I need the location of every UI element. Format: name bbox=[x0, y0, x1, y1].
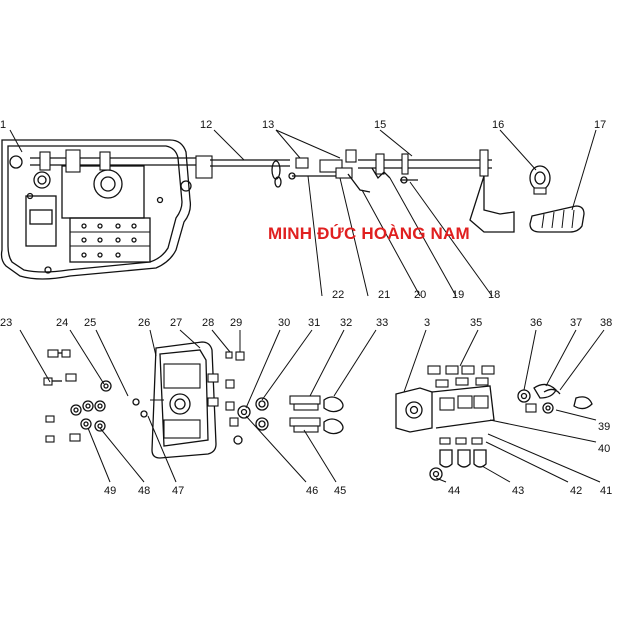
callout-30: 30 bbox=[278, 317, 290, 329]
callout-28: 28 bbox=[202, 317, 214, 329]
part-26-27-housing bbox=[150, 341, 219, 459]
leader-lines bbox=[9, 129, 605, 483]
callout-20: 20 bbox=[414, 289, 426, 301]
callout-12: 12 bbox=[200, 119, 212, 131]
callout-22: 22 bbox=[332, 289, 344, 301]
callout-27: 27 bbox=[170, 317, 182, 329]
callout-16: 16 bbox=[492, 119, 504, 131]
part-3-valve-body bbox=[395, 365, 495, 481]
callout-42: 42 bbox=[570, 485, 582, 497]
part-12-shaft bbox=[210, 159, 290, 188]
callout-24: 24 bbox=[56, 317, 68, 329]
callout-29: 29 bbox=[230, 317, 242, 329]
callout-35: 35 bbox=[470, 317, 482, 329]
callout-46: 46 bbox=[306, 485, 318, 497]
callout-3: 3 bbox=[424, 317, 430, 329]
callout-49: 49 bbox=[104, 485, 116, 497]
callout-1: 1 bbox=[0, 119, 6, 131]
callout-33: 33 bbox=[376, 317, 388, 329]
callout-41: 41 bbox=[600, 485, 612, 497]
callout-43: 43 bbox=[512, 485, 524, 497]
callout-44: 44 bbox=[448, 485, 460, 497]
callout-23: 23 bbox=[0, 317, 12, 329]
callout-36: 36 bbox=[530, 317, 542, 329]
callout-17: 17 bbox=[594, 119, 606, 131]
callout-37: 37 bbox=[570, 317, 582, 329]
callout-18: 18 bbox=[488, 289, 500, 301]
callout-38: 38 bbox=[600, 317, 612, 329]
part-17-pedal-pad bbox=[529, 205, 585, 233]
callout-39: 39 bbox=[598, 421, 610, 433]
callout-15: 15 bbox=[374, 119, 386, 131]
parts-28-31 bbox=[225, 351, 269, 445]
callout-25: 25 bbox=[84, 317, 96, 329]
callout-40: 40 bbox=[598, 443, 610, 455]
callout-32: 32 bbox=[340, 317, 352, 329]
callout-45: 45 bbox=[334, 485, 346, 497]
fasteners-left bbox=[43, 349, 148, 443]
callout-13: 13 bbox=[262, 119, 274, 131]
part-1-base-plate bbox=[0, 139, 213, 280]
callout-19: 19 bbox=[452, 289, 464, 301]
parts-36-39 bbox=[517, 383, 593, 414]
callout-numbers: 1 12 13 15 16 17 22 21 20 19 18 23 24 25… bbox=[0, 119, 612, 497]
parts-32-33-pins bbox=[289, 395, 344, 435]
part-13-linkage bbox=[288, 149, 371, 193]
callout-21: 21 bbox=[378, 289, 390, 301]
part-16-knob bbox=[529, 165, 551, 195]
callout-26: 26 bbox=[138, 317, 150, 329]
callout-31: 31 bbox=[308, 317, 320, 329]
callout-47: 47 bbox=[172, 485, 184, 497]
part-15-lever-shaft bbox=[358, 149, 515, 233]
watermark-text: MINH ĐỨC HOÀNG NAM bbox=[268, 224, 470, 243]
callout-48: 48 bbox=[138, 485, 150, 497]
